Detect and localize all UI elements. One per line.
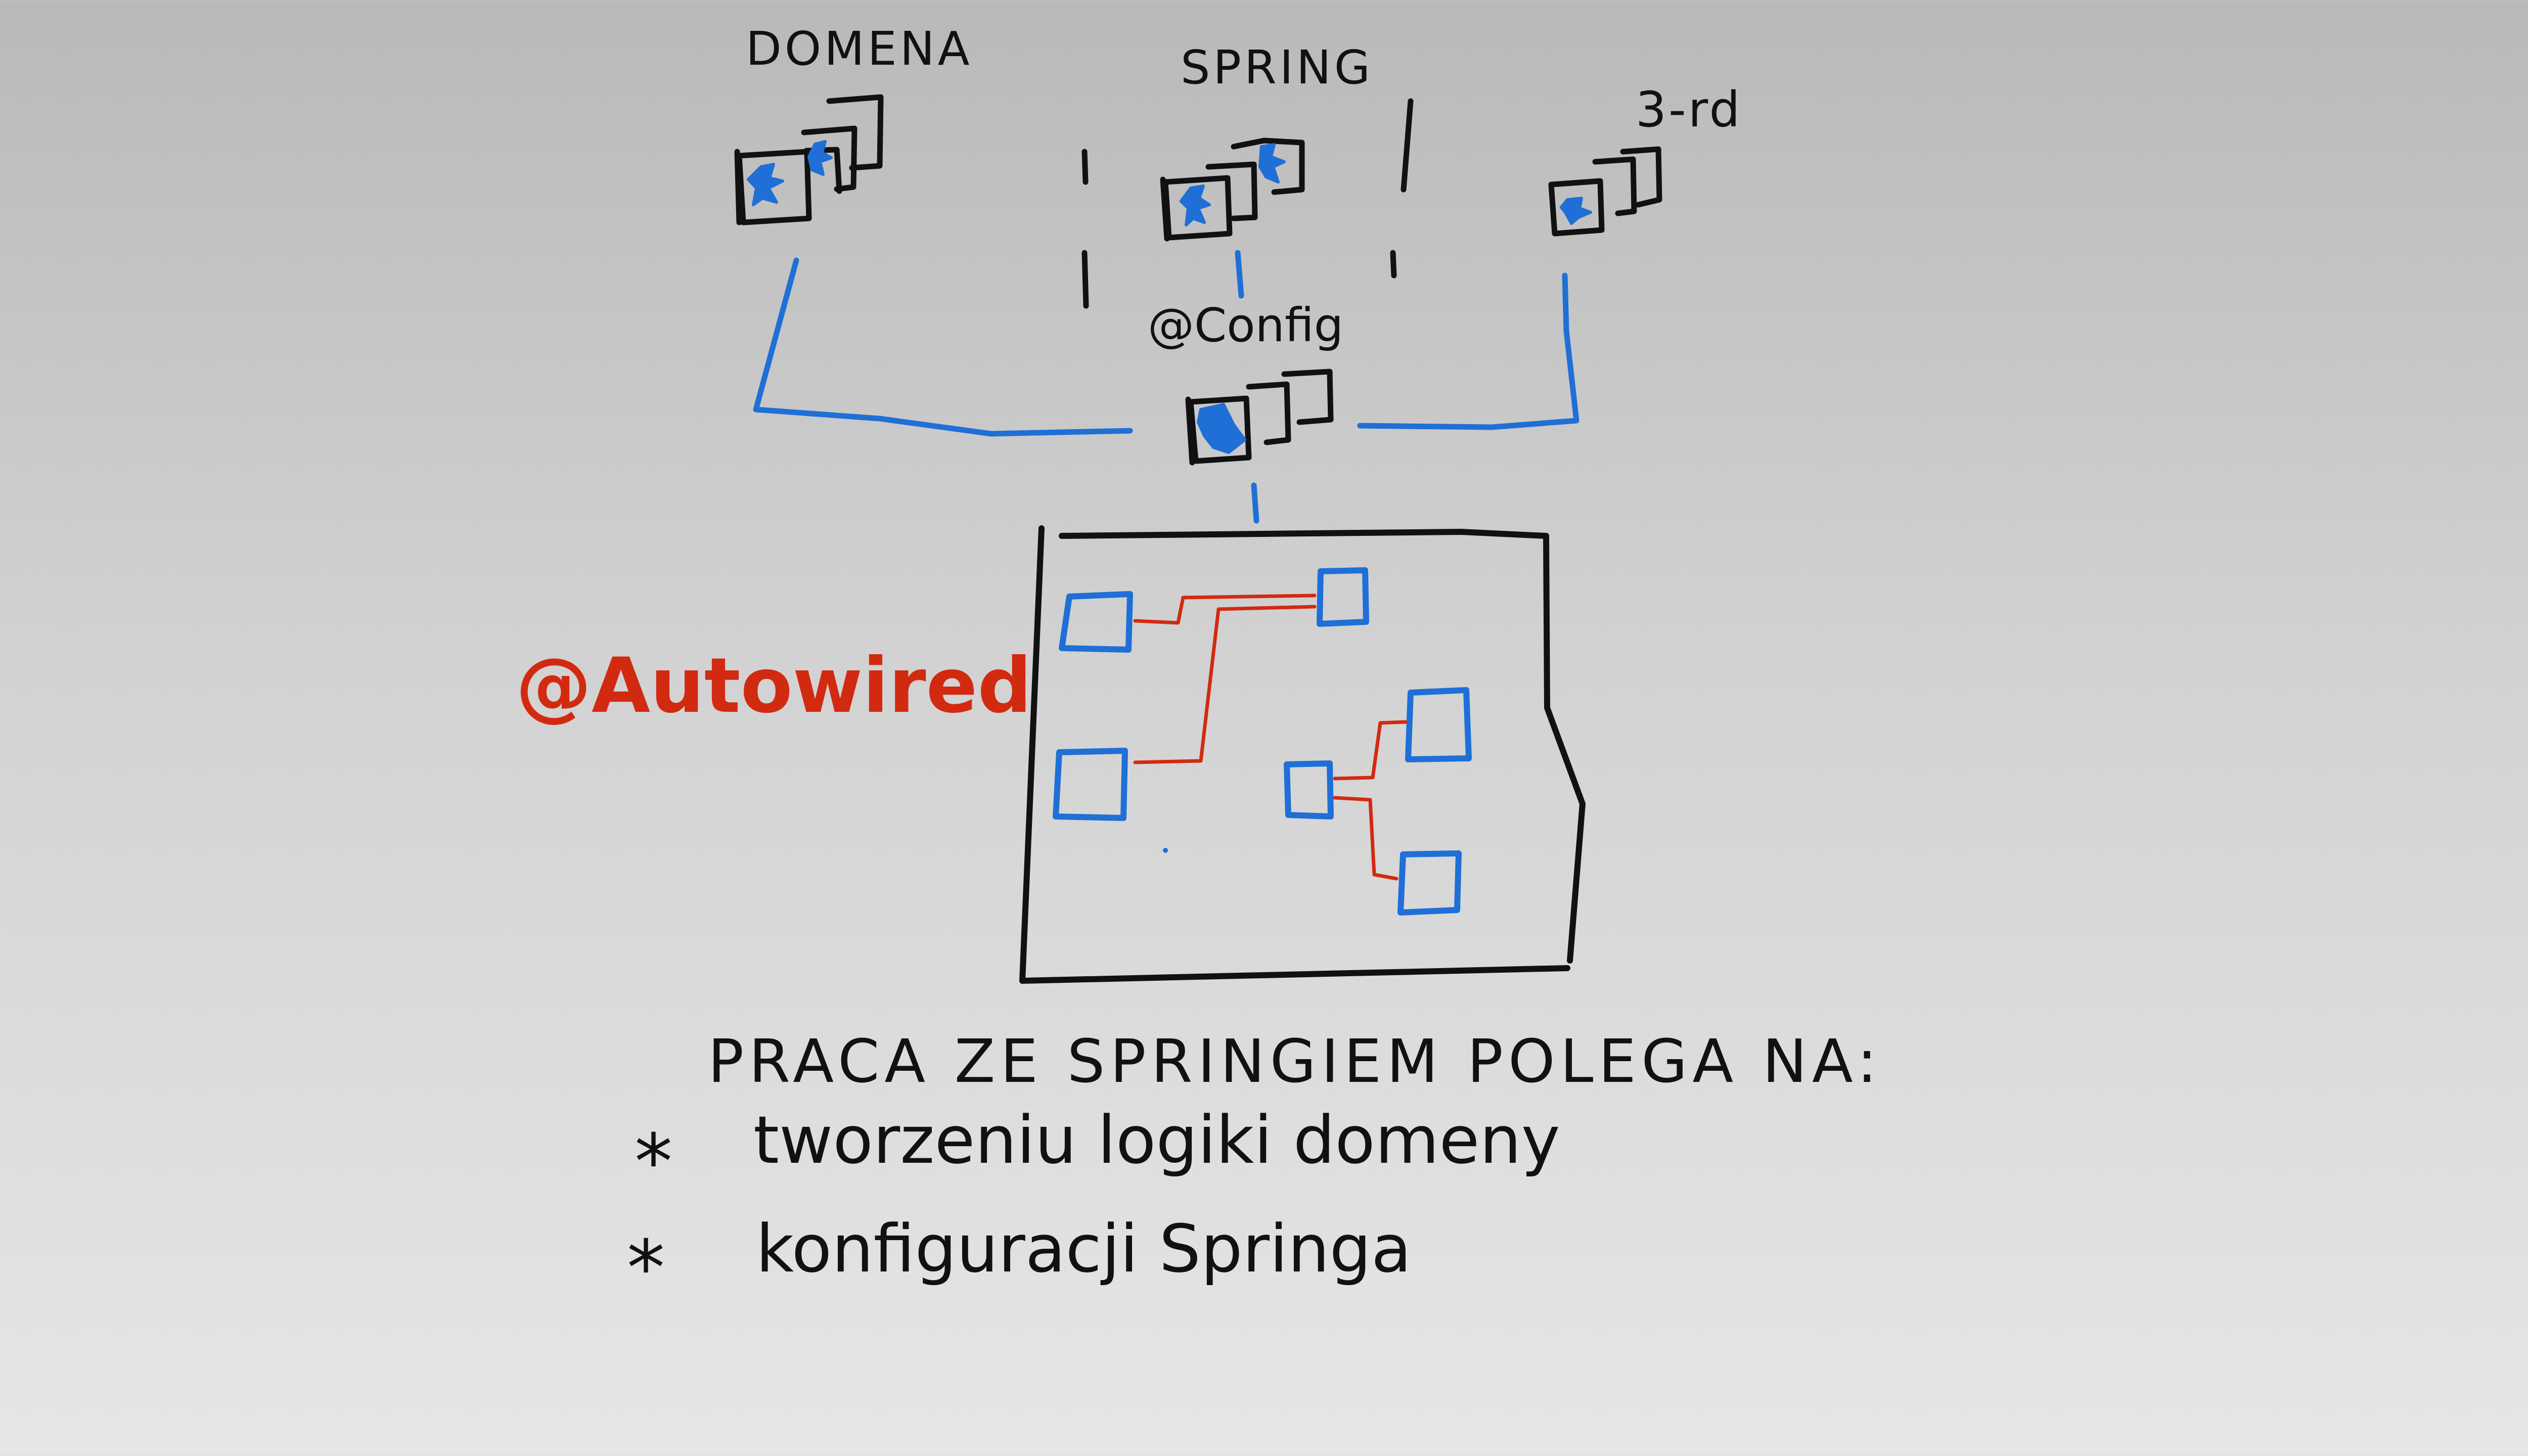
label-domena: DOMENA [746,22,973,76]
config-files-icon [1185,369,1334,466]
bean-box-6 [1397,850,1462,916]
summary-item-1: tworzeniu logiki domeny [753,1102,1560,1178]
summary-item-2: konfiguracji Springa [756,1210,1412,1287]
spring-files-icon [1160,138,1305,242]
bean-box-3 [1053,748,1128,821]
bean-boxes [1053,567,1472,916]
label-config: @Config [1148,298,1343,352]
bean-box-5 [1405,687,1472,762]
bean-box-1 [1059,591,1133,653]
domain-files-icon [734,94,884,225]
bean-box-2 [1317,567,1369,627]
third-party-files-icon [1548,146,1662,237]
summary-bullet-1: * [635,1118,672,1206]
group-separators [1081,98,1414,309]
label-autowired: @Autowired [516,642,1032,730]
label-third-party: 3-rd [1636,81,1742,138]
label-spring: SPRING [1181,40,1373,95]
spring-container-box [1019,525,1586,984]
blue-dot [1163,848,1168,853]
blue-connectors [753,250,1579,524]
summary-heading: PRACA ZE SPRINGIEM POLEGA NA: [708,1026,1882,1096]
bean-box-4 [1284,760,1334,820]
autowired-wires [1133,594,1408,881]
summary-bullet-2: * [627,1224,665,1312]
